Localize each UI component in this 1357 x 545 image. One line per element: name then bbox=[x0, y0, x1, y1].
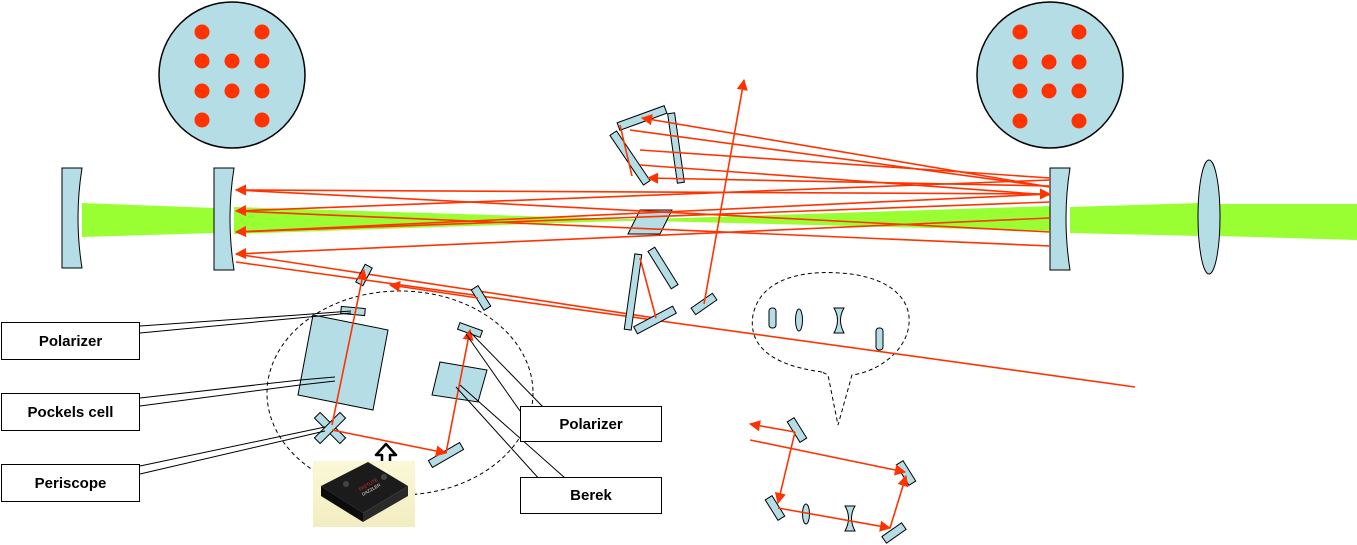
upper-fold-optics bbox=[609, 105, 1051, 196]
callout-leaders bbox=[139, 310, 566, 482]
lower-fold-optics bbox=[623, 246, 679, 335]
pump-spot-pattern-right bbox=[976, 1, 1124, 149]
end-mirror-left bbox=[61, 167, 83, 269]
stretcher-callout-bubble bbox=[751, 272, 910, 426]
cavity-multipass-beams bbox=[234, 179, 1136, 388]
pumped-mirror-right bbox=[1049, 167, 1071, 271]
stretcher-lower-path bbox=[748, 417, 917, 544]
periscope-label: Periscope bbox=[1, 464, 140, 502]
pump-beam-right-outer bbox=[1070, 203, 1200, 236]
polarizer-left-label: Polarizer bbox=[1, 322, 140, 360]
berek-label: Berek bbox=[520, 477, 662, 514]
dazzler-device-photo: FASTLITE DAZZLER bbox=[313, 461, 415, 527]
pump-spot-pattern-left bbox=[158, 1, 306, 149]
pump-beam-output bbox=[1218, 204, 1357, 240]
polarizer-right-label: Polarizer bbox=[520, 406, 662, 442]
pulse-picker-optics bbox=[297, 263, 492, 469]
pumped-mirror-left bbox=[213, 167, 235, 271]
pump-beam-left-outer bbox=[82, 203, 215, 237]
focusing-lens bbox=[1197, 159, 1221, 275]
output-beam bbox=[703, 78, 748, 305]
stretcher-lens-group bbox=[768, 307, 884, 351]
pockels-cell-label: Pockels cell bbox=[1, 393, 140, 431]
